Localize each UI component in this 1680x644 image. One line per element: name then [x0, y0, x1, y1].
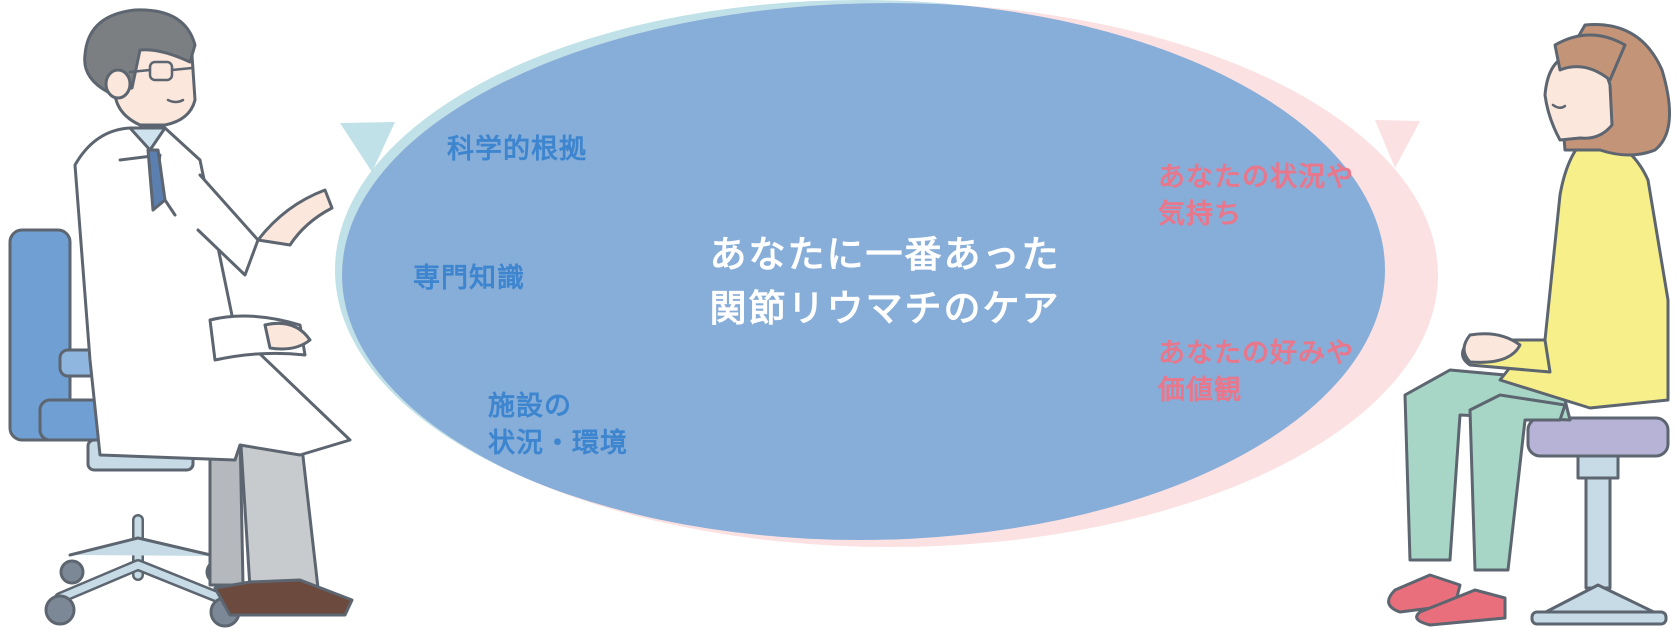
patient-stool [1528, 418, 1668, 624]
center-care-message: あなたに一番あった 関節リウマチのケア [620, 228, 1150, 336]
doctor-head [85, 10, 195, 125]
center-line-1: あなたに一番あった [620, 228, 1150, 282]
label-facility-situation: 施設の 状況・環境 [488, 388, 628, 462]
label-expertise: 専門知識 [413, 260, 525, 297]
patient-head [1545, 25, 1670, 155]
label-scientific-evidence: 科学的根拠 [447, 131, 587, 168]
label-your-preferences-values: あなたの好みや 価値観 [1158, 335, 1354, 409]
patient-illustration [1389, 25, 1670, 625]
center-line-2: 関節リウマチのケア [620, 282, 1150, 336]
label-your-situation-feelings: あなたの状況や 気持ち [1158, 159, 1354, 233]
doctor-illustration [10, 10, 352, 626]
